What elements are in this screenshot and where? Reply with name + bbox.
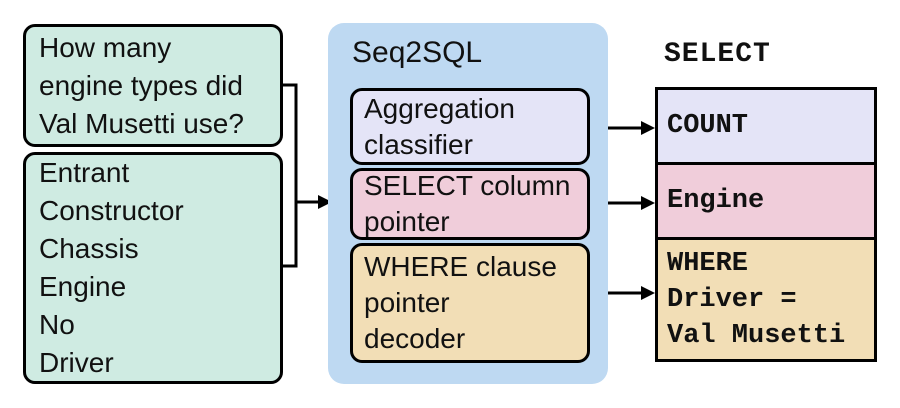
question-line: engine types did [39,69,243,101]
module-label-line: pointer [364,206,450,237]
arrowhead-select-to-engine-icon [641,196,655,210]
module-where-clause-pointer-decoder: WHERE clause pointer decoder [350,243,590,363]
column-name: Driver [39,347,114,378]
sql-text-line: WHERE [667,248,749,279]
column-name: No [39,309,75,340]
column-name: Chassis [39,233,139,264]
module-label-line: classifier [364,128,473,160]
module-label-line: SELECT column [364,170,571,201]
arrowhead-where-to-where-icon [641,286,655,300]
module-aggregation-classifier: Aggregation classifier [350,88,590,165]
sql-text-line: Val Musetti [667,320,846,351]
table-columns-box: Entrant Constructor Chassis Engine No Dr… [23,152,283,384]
module-label-line: Aggregation [364,92,516,124]
sql-text-line: Driver = [667,284,797,315]
sql-text-line: COUNT [667,111,749,141]
seq2sql-panel-title: Seq2SQL [352,36,483,69]
arrowhead-agg-to-count-icon [641,121,655,135]
output-sql-title: SELECT [664,39,771,70]
module-label-line: decoder [364,323,466,354]
question-line: How many [39,31,172,63]
output-sql-column: COUNT Engine WHERE Driver = Val Musetti [655,87,877,362]
input-bracket [283,83,298,268]
column-name: Engine [39,271,127,302]
output-cell-engine: Engine [655,165,877,240]
output-cell-count: COUNT [655,87,877,165]
column-name: Entrant [39,157,130,188]
module-label-line: WHERE clause [364,251,557,282]
module-select-column-pointer: SELECT column pointer [350,168,590,240]
column-name: Constructor [39,195,184,226]
question-box: How many engine types did Val Musetti us… [23,24,283,147]
module-label-line: pointer [364,287,450,318]
output-cell-where-clause: WHERE Driver = Val Musetti [655,240,877,362]
question-line: Val Musetti use? [39,107,244,139]
sql-text-line: Engine [667,186,765,216]
